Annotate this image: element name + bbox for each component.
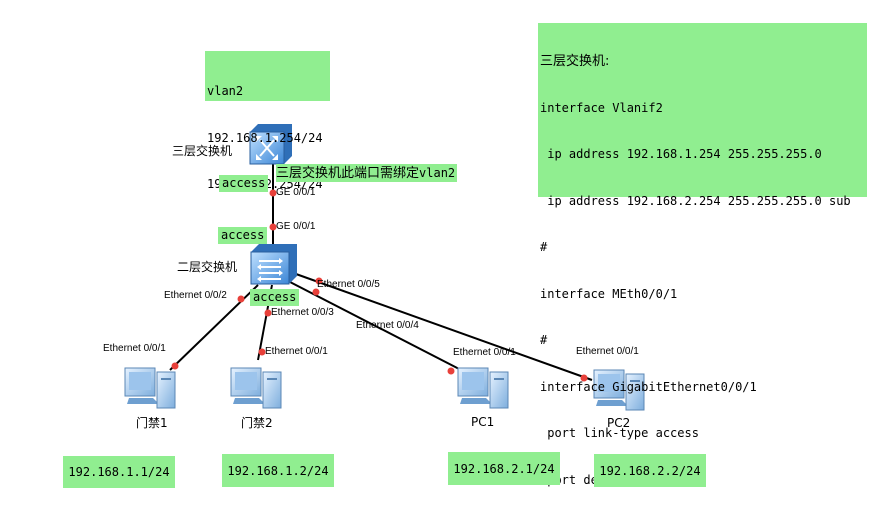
config-line: 三层交换机:	[540, 54, 610, 69]
binding-annotation-vlan: vlan2	[419, 166, 456, 180]
access-label-l3-port: access	[219, 175, 269, 192]
port-dot-l3-ge	[269, 189, 277, 197]
config-line: ip address 192.168.2.254 255.255.255.0 s…	[540, 193, 851, 208]
port-dot-l2-e2	[237, 295, 245, 303]
door1-label: 门禁1	[136, 416, 168, 430]
port-label-l2-e4: Ethernet 0/0/4	[356, 320, 419, 331]
port-label-pc1: Ethernet 0/0/1	[453, 347, 516, 358]
link-l2-pc1	[289, 281, 466, 373]
config-line: #	[540, 333, 548, 347]
pc2-icon[interactable]	[593, 369, 645, 411]
binding-annotation-text: 三层交换机此端口需绑定	[276, 166, 420, 181]
vlan-note: vlan2 192.168.1.254/24 192.168.2.254/24	[205, 51, 330, 191]
door2-pc-icon[interactable]	[230, 367, 282, 409]
port-label-l2-ge: GE 0/0/1	[276, 221, 316, 232]
port-label-l2-e2: Ethernet 0/0/2	[164, 290, 227, 301]
ip-note-door1: 192.168.1.1/24	[63, 456, 175, 488]
port-label-l2-e3: Ethernet 0/0/3	[271, 307, 334, 318]
l2-switch-label: 二层交换机	[177, 260, 238, 274]
config-line: interface Vlanif2	[540, 100, 663, 115]
vlan-note-line: 192.168.1.254/24	[207, 130, 323, 145]
config-note: 三层交换机: interface Vlanif2 ip address 192.…	[538, 23, 867, 487]
port-label-door2: Ethernet 0/0/1	[265, 346, 328, 357]
port-label-pc2: Ethernet 0/0/1	[576, 346, 639, 357]
port-label-l3-ge: GE 0/0/1	[276, 187, 316, 198]
ip-note-pc1: 192.168.2.1/24	[448, 452, 560, 485]
access-label-l2-down: access	[250, 289, 300, 306]
ip-note-pc2: 192.168.2.2/24	[594, 454, 706, 487]
door2-label: 门禁2	[241, 416, 273, 430]
access-label-l2-uplink: access	[218, 227, 268, 244]
ip-note-door2: 192.168.1.2/24	[222, 454, 334, 487]
port-dot-pc2	[580, 374, 588, 382]
l3-switch-icon[interactable]	[249, 124, 292, 165]
binding-annotation: 三层交换机此端口需绑定vlan2	[276, 164, 458, 182]
config-line: interface MEth0/0/1	[540, 286, 678, 301]
config-line: ip address 192.168.1.254 255.255.255.0	[540, 147, 822, 161]
l2-switch-icon[interactable]	[250, 244, 297, 285]
port-dot-door1	[171, 362, 179, 370]
port-dot-l2-ge	[269, 223, 277, 231]
port-label-door1: Ethernet 0/0/1	[103, 343, 166, 354]
vlan-note-line: vlan2	[207, 84, 244, 98]
pc1-icon[interactable]	[457, 367, 509, 409]
port-dot-door2	[258, 348, 266, 356]
pc1-label: PC1	[471, 415, 495, 429]
port-dot-pc1	[447, 367, 455, 375]
config-line: interface GigabitEthernet0/0/1	[540, 379, 757, 394]
port-dot-l2-e4	[312, 288, 320, 296]
config-line: #	[540, 240, 548, 254]
port-dot-l2-e5	[315, 277, 323, 285]
link-l2-pc2	[295, 273, 593, 381]
config-line: port link-type access	[540, 426, 699, 440]
l3-switch-label: 三层交换机	[172, 144, 233, 158]
pc2-label: PC2	[607, 416, 631, 430]
port-label-l2-e5: Ethernet 0/0/5	[317, 279, 380, 290]
door1-pc-icon[interactable]	[124, 367, 176, 409]
port-dots	[171, 189, 588, 382]
port-dot-l2-e3	[264, 309, 272, 317]
